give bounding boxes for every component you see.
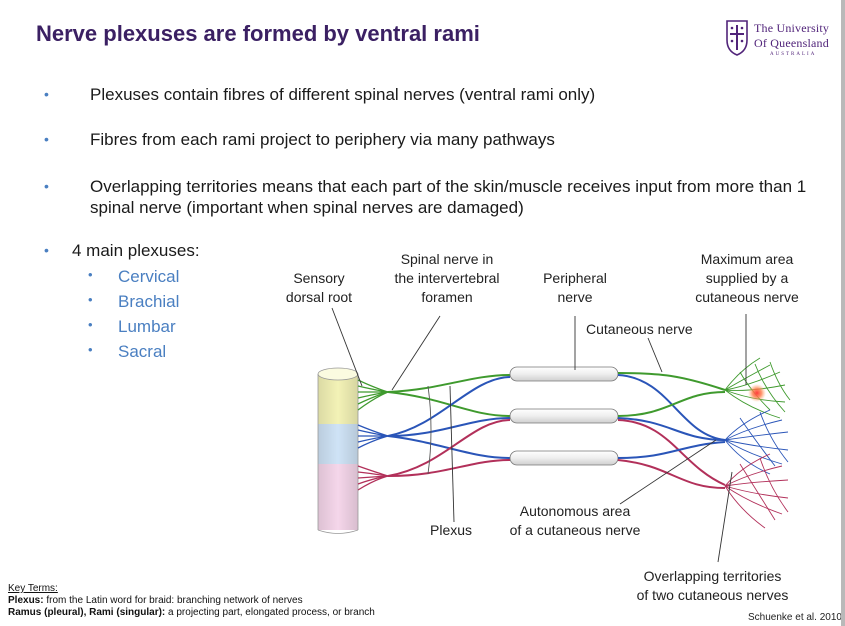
sub-bullet-dot-icon: • bbox=[88, 317, 93, 332]
logo-line-1: The University bbox=[754, 21, 830, 35]
label-peripheral-nerve: Peripheral nerve bbox=[543, 270, 607, 305]
logo-line-3: AUSTRALIA bbox=[770, 52, 817, 57]
plexus-bracket bbox=[427, 385, 432, 475]
bullet-text: Overlapping territories means that each … bbox=[90, 177, 807, 217]
slide-title: Nerve plexuses are formed by ventral ram… bbox=[36, 21, 480, 46]
plexus-fibres bbox=[387, 374, 511, 477]
label-sensory-dorsal-root: Sensory dorsal root bbox=[285, 270, 353, 305]
bullet-text: Plexuses contain fibres of different spi… bbox=[90, 85, 596, 104]
right-edge-bar bbox=[841, 0, 845, 626]
sub-bullet-dot-icon: • bbox=[88, 292, 93, 307]
key-term-plexus: Plexus: from the Latin word for braid: b… bbox=[8, 595, 303, 606]
label-spinal-nerve: Spinal nerve in the intervertebral foram… bbox=[394, 251, 500, 305]
territory-blue bbox=[724, 409, 789, 475]
nerve-plexus-diagram: Sensory dorsal root Spinal nerve in the … bbox=[270, 240, 845, 610]
peripheral-nerve-tubes bbox=[509, 366, 619, 466]
plexus-heading-text: 4 main plexuses: bbox=[72, 241, 200, 260]
sub-bullet-dot-icon: • bbox=[88, 342, 93, 357]
green-roots bbox=[357, 379, 389, 411]
sub-bullet-dot-icon: • bbox=[88, 267, 93, 282]
diagram-artwork bbox=[317, 307, 791, 563]
spinal-cord bbox=[317, 367, 359, 534]
blue-roots bbox=[357, 424, 389, 449]
maximum-area-spot bbox=[748, 384, 766, 402]
key-terms-heading: Key Terms: bbox=[8, 583, 58, 594]
bullet-dot-icon: • bbox=[44, 86, 49, 102]
university-logo: The University Of Queensland AUSTRALIA bbox=[726, 18, 838, 64]
key-terms: Key Terms: Plexus: from the Latin word f… bbox=[8, 583, 375, 619]
label-plexus: Plexus bbox=[430, 522, 473, 538]
citation: Schuenke et al. 2010 bbox=[748, 612, 842, 623]
leader-lines bbox=[331, 307, 747, 563]
bullet-dot-icon: • bbox=[44, 131, 49, 147]
bullet-dot-icon: • bbox=[44, 178, 49, 194]
label-autonomous-area: Autonomous area of a cutaneous nerve bbox=[509, 503, 641, 538]
cutaneous-fibres bbox=[617, 372, 726, 489]
bullet-dot-icon: • bbox=[44, 242, 49, 258]
crest-icon bbox=[726, 20, 748, 56]
logo-line-2: Of Queensland bbox=[754, 36, 829, 50]
key-term-ramus: Ramus (pleural), Rami (singular): a proj… bbox=[8, 607, 375, 618]
territory-red bbox=[724, 453, 789, 529]
red-roots bbox=[357, 465, 389, 491]
label-maximum-area: Maximum area supplied by a cutaneous ner… bbox=[695, 251, 799, 305]
label-cutaneous-nerve: Cutaneous nerve bbox=[586, 321, 693, 337]
label-overlapping-territories: Overlapping territories of two cutaneous… bbox=[636, 568, 789, 603]
bullet-text: Fibres from each rami project to periphe… bbox=[90, 130, 555, 149]
